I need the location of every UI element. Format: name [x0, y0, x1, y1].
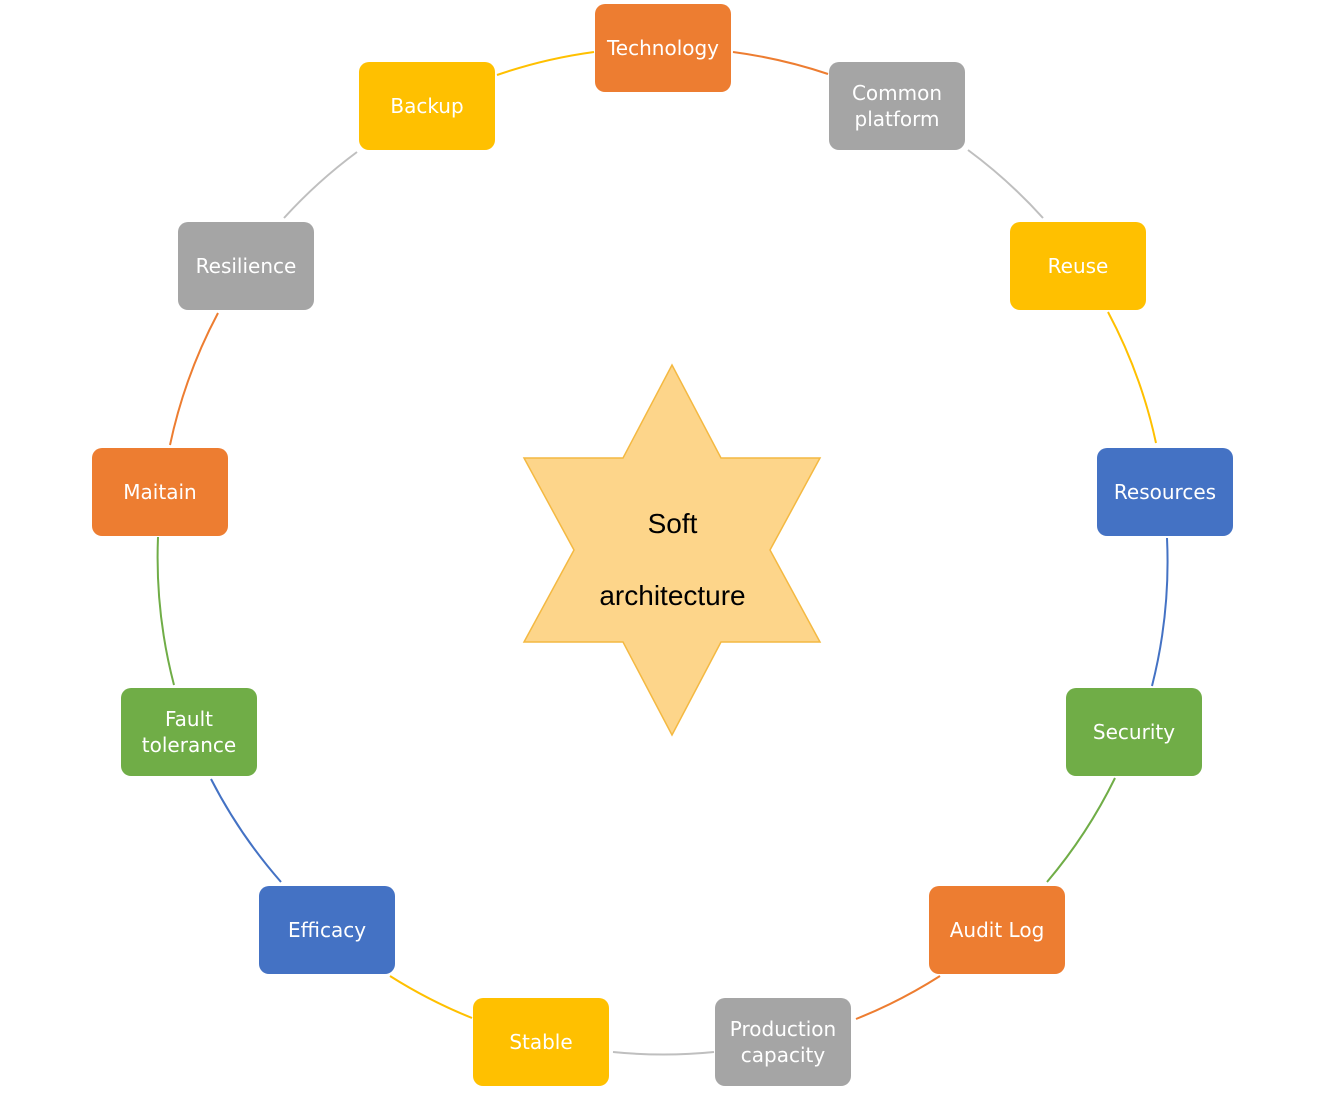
- node-production-capacity-label: Production capacity: [729, 1017, 837, 1067]
- connector-arc: [1151, 537, 1169, 687]
- node-resources: Resources: [1097, 448, 1233, 536]
- node-maitain: Maitain: [92, 448, 228, 536]
- connector-arc: [156, 536, 175, 686]
- connector-arc: [389, 975, 473, 1019]
- node-security-label: Security: [1092, 720, 1176, 744]
- node-efficacy: Efficacy: [259, 886, 395, 974]
- node-resilience-label: Resilience: [195, 254, 297, 278]
- connector-arc: [612, 1051, 715, 1056]
- node-security: Security: [1066, 688, 1202, 776]
- node-stable-label: Stable: [509, 1030, 573, 1054]
- connector-arc: [732, 51, 829, 75]
- connector-arc: [496, 51, 595, 76]
- connector-arc: [1107, 311, 1157, 444]
- center-label-line1: Soft: [647, 508, 698, 539]
- node-maitain-label: Maitain: [123, 480, 197, 504]
- node-fault-tolerance: Fault tolerance: [121, 688, 257, 776]
- node-common-platform-label: Common platform: [851, 81, 943, 131]
- node-backup-label: Backup: [390, 94, 464, 118]
- node-reuse-label: Reuse: [1047, 254, 1109, 278]
- node-efficacy-label: Efficacy: [287, 918, 367, 942]
- node-production-capacity: Production capacity: [715, 998, 851, 1086]
- node-technology: Technology: [595, 4, 731, 92]
- node-common-platform: Common platform: [829, 62, 965, 150]
- connector-arc: [967, 149, 1044, 219]
- center-label-line2: architecture: [599, 580, 746, 611]
- node-audit-log: Audit Log: [929, 886, 1065, 974]
- center-star-shape: [522, 363, 822, 737]
- node-audit-log-label: Audit Log: [949, 918, 1045, 942]
- connector-arc: [283, 151, 358, 219]
- node-fault-tolerance-label: Fault tolerance: [141, 707, 237, 757]
- connector-arc: [1046, 777, 1116, 883]
- node-resources-label: Resources: [1113, 480, 1217, 504]
- node-reuse: Reuse: [1010, 222, 1146, 310]
- node-resilience: Resilience: [178, 222, 314, 310]
- connector-arc: [169, 312, 219, 446]
- node-technology-label: Technology: [606, 36, 720, 60]
- connector-arc: [210, 778, 282, 883]
- node-backup: Backup: [359, 62, 495, 150]
- node-stable: Stable: [473, 998, 609, 1086]
- center-label: Soft architecture: [560, 488, 785, 632]
- connector-arc: [855, 975, 941, 1020]
